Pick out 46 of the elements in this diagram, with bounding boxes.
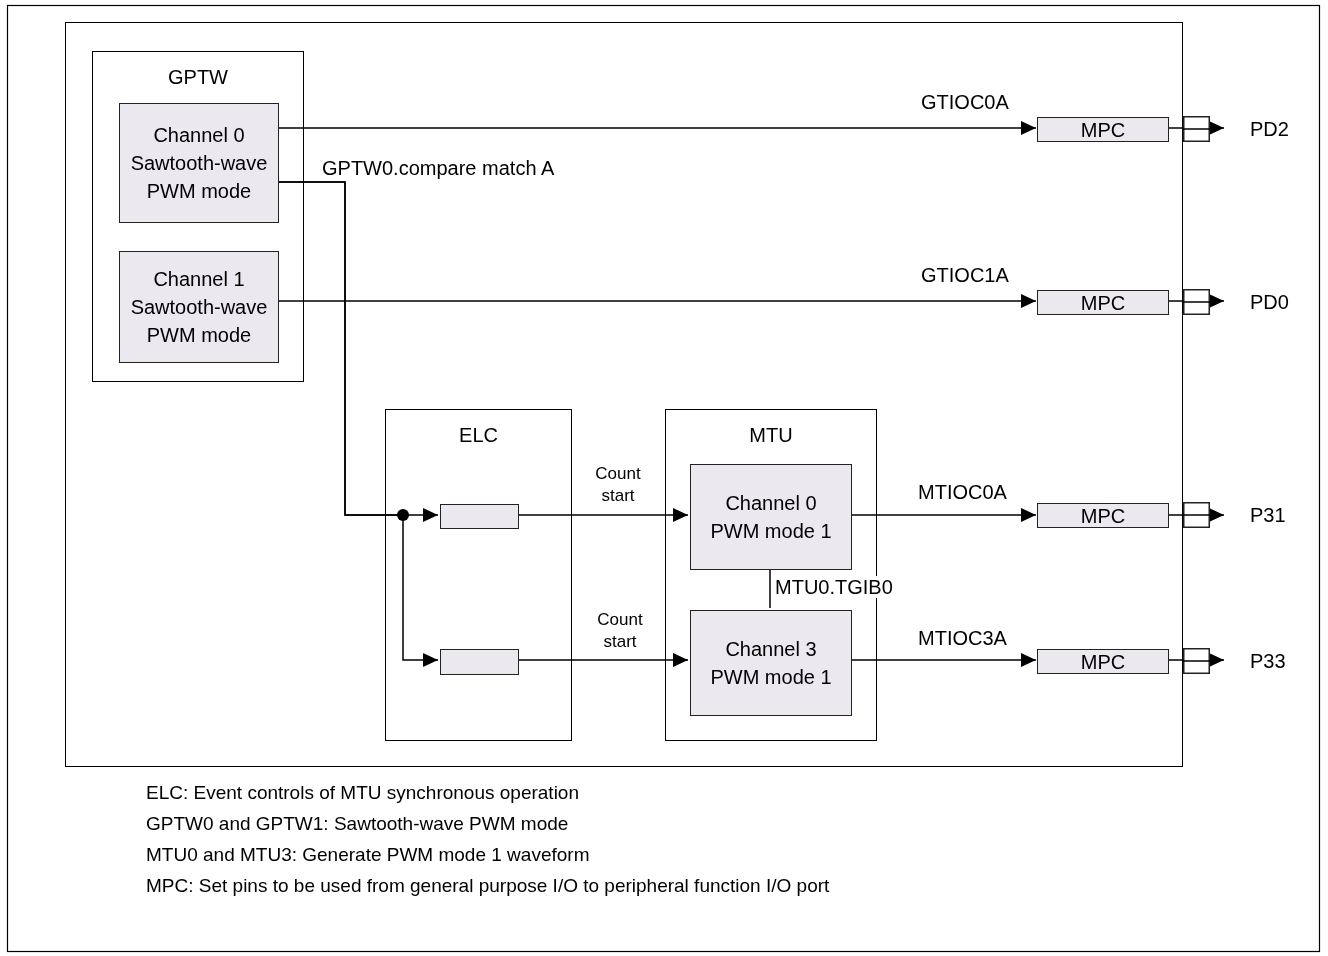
pin-label: PD2 (1250, 117, 1289, 141)
note-text: ELC: Event controls of MTU synchronous operation (146, 782, 579, 804)
pin-box (1183, 289, 1210, 315)
connector-line (1167, 127, 1184, 129)
empty-box (440, 649, 519, 675)
box-label: MPC (1080, 117, 1126, 143)
note-text: GPTW0 and GPTW1: Sawtooth-wave PWM mode (146, 813, 569, 835)
pin-box (1183, 116, 1210, 142)
arrow (1209, 653, 1225, 667)
connector-line (1167, 659, 1184, 661)
edge-label: MTU0.TGIB0 (775, 576, 893, 598)
process-box (1037, 117, 1169, 142)
module-box (385, 409, 572, 741)
empty-box (440, 504, 519, 529)
box-label: MPC (1080, 503, 1126, 529)
process-box (119, 251, 279, 363)
process-box (1037, 649, 1169, 674)
box-label: Channel 0 Sawtooth-wave PWM mode (129, 123, 269, 204)
arrow (1209, 294, 1225, 308)
process-box (1037, 503, 1169, 528)
pin-box (1183, 648, 1210, 674)
process-box (1037, 290, 1169, 315)
process-box (690, 464, 852, 570)
process-box (119, 103, 279, 223)
box-label: MPC (1080, 290, 1126, 316)
pin-label: P33 (1250, 649, 1286, 673)
pin-label: P31 (1250, 503, 1286, 527)
module-title: ELC (458, 424, 499, 447)
edge-label: GPTW0.compare match A (322, 157, 555, 179)
process-box (690, 610, 852, 716)
box-label: Channel 0 PWM mode 1 (709, 491, 833, 544)
arrow (1209, 121, 1225, 135)
box-label: Channel 3 PWM mode 1 (709, 637, 833, 690)
note-text: MTU0 and MTU3: Generate PWM mode 1 waveform (146, 844, 590, 866)
box-label: Channel 1 Sawtooth-wave PWM mode (129, 267, 269, 348)
module-box (92, 51, 304, 382)
box-label: MPC (1080, 649, 1126, 675)
module-title: GPTW (167, 66, 229, 89)
pin-box (1183, 502, 1210, 528)
connector-line (1167, 514, 1184, 516)
connector-line (1167, 300, 1184, 302)
pin-label: PD0 (1250, 290, 1289, 314)
module-title: MTU (748, 424, 794, 447)
note-text: MPC: Set pins to be used from general purpose I/O to peripheral function I/O port (146, 875, 830, 897)
arrow (1209, 508, 1225, 522)
chip-boundary-box (65, 22, 1183, 767)
